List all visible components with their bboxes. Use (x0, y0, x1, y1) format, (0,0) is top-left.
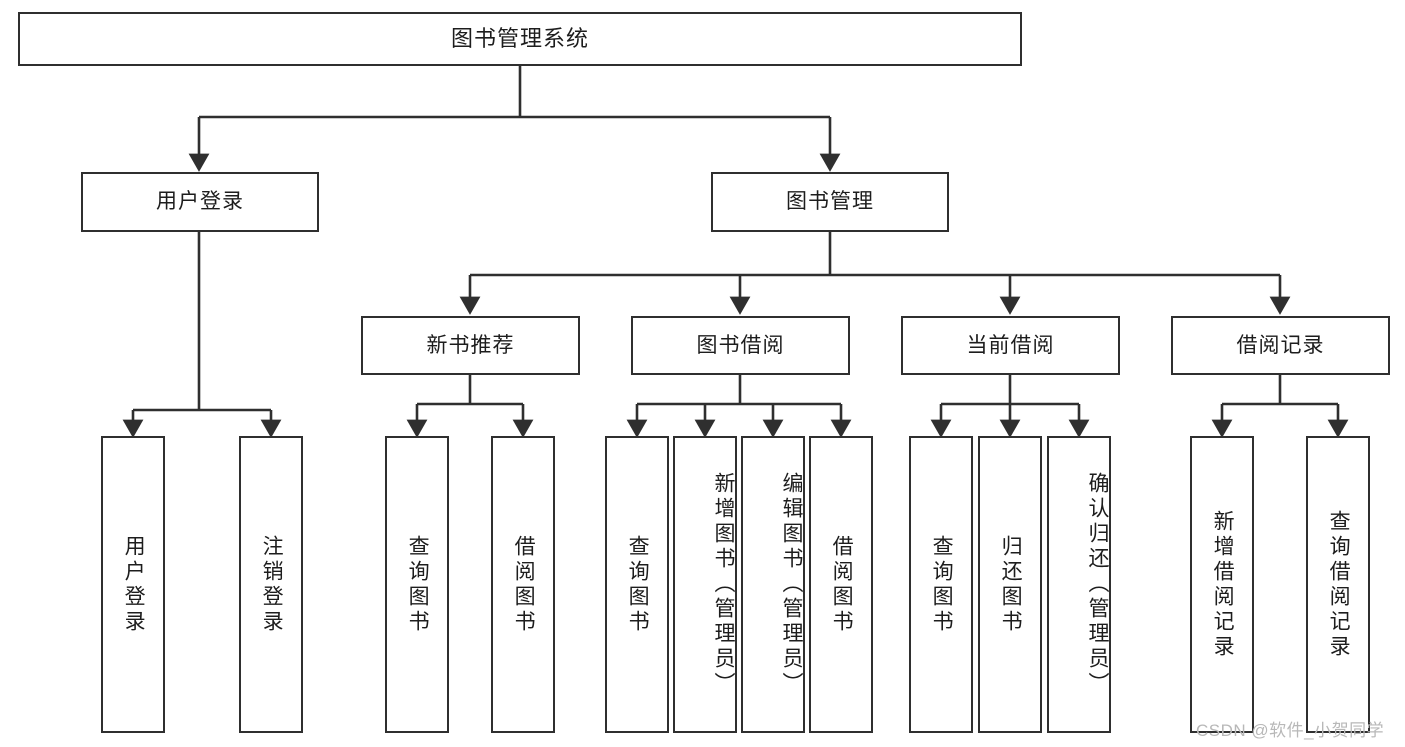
leaf-current-borrow-confirm-return-admin[interactable]: 确认归还（管理员） (1047, 436, 1111, 733)
node-user-login[interactable]: 用户登录 (81, 172, 319, 232)
leaf-user-login-login[interactable]: 用户登录 (101, 436, 165, 733)
node-root-book-management-system[interactable]: 图书管理系统 (18, 12, 1022, 66)
node-book-borrow[interactable]: 图书借阅 (631, 316, 850, 375)
leaf-book-borrow-borrow-book[interactable]: 借阅图书 (809, 436, 873, 733)
leaf-user-login-logout[interactable]: 注销登录 (239, 436, 303, 733)
leaf-borrow-record-query-record[interactable]: 查询借阅记录 (1306, 436, 1370, 733)
node-book-management[interactable]: 图书管理 (711, 172, 949, 232)
leaf-new-book-query-book[interactable]: 查询图书 (385, 436, 449, 733)
leaf-new-book-borrow-book[interactable]: 借阅图书 (491, 436, 555, 733)
node-new-book-recommend[interactable]: 新书推荐 (361, 316, 580, 375)
node-current-borrow[interactable]: 当前借阅 (901, 316, 1120, 375)
leaf-book-borrow-add-book-admin[interactable]: 新增图书（管理员） (673, 436, 737, 733)
leaf-book-borrow-edit-book-admin[interactable]: 编辑图书（管理员） (741, 436, 805, 733)
csdn-watermark: CSDN @软件_小贺同学 (1196, 721, 1385, 740)
leaf-book-borrow-query-book[interactable]: 查询图书 (605, 436, 669, 733)
leaf-borrow-record-add-record[interactable]: 新增借阅记录 (1190, 436, 1254, 733)
leaf-current-borrow-query-book[interactable]: 查询图书 (909, 436, 973, 733)
leaf-current-borrow-return-book[interactable]: 归还图书 (978, 436, 1042, 733)
node-borrow-record[interactable]: 借阅记录 (1171, 316, 1390, 375)
